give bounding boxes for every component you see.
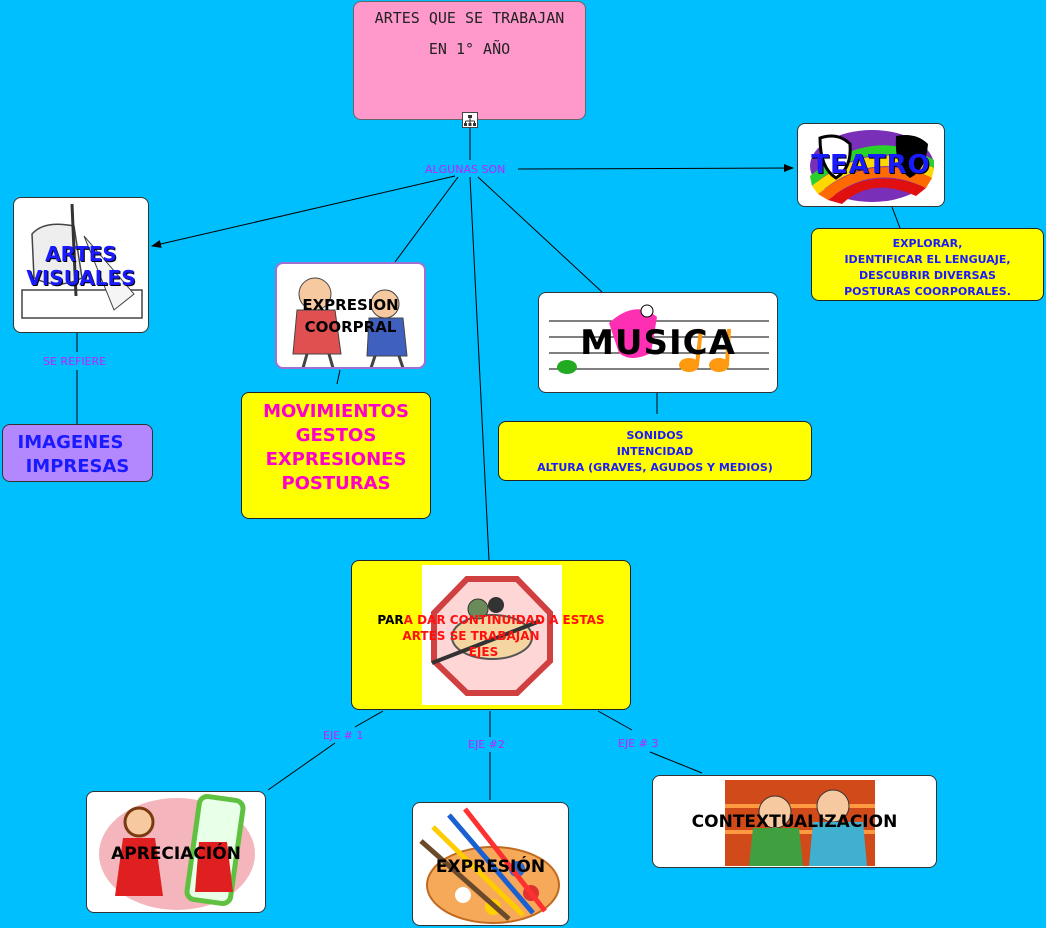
- expresion-corporal-node[interactable]: EXPRESION COORPRAL: [275, 262, 426, 369]
- painters-icon: [725, 780, 875, 866]
- ec-desc-line1: MOVIMIENTOS: [263, 401, 409, 422]
- line-teatro-desc: [891, 206, 901, 229]
- root-node[interactable]: ARTES QUE SE TRABAJAN EN 1° AÑO: [353, 1, 586, 120]
- artes-visuales-title-line1: ARTES: [45, 242, 117, 266]
- musica-node[interactable]: MUSICA: [538, 292, 778, 393]
- av-desc-line1: IMAGENES: [17, 432, 124, 453]
- root-title-line2: EN 1° AÑO: [428, 40, 511, 58]
- musica-desc-line1: SONIDOS: [626, 429, 684, 442]
- musica-desc-line2: INTENCIDAD: [616, 445, 694, 458]
- drawing-hand-icon: [21, 203, 143, 319]
- label-eje1: EJE # 1: [323, 729, 364, 742]
- music-notes-icon: [549, 304, 769, 374]
- line-to-musica: [477, 176, 603, 293]
- ec-desc-line2: GESTOS: [295, 425, 377, 446]
- line-eje1-a: [354, 710, 384, 728]
- label-eje2: EJE #2: [468, 738, 505, 751]
- line-eje3-a: [597, 710, 633, 731]
- paint-palette-image: [422, 565, 562, 705]
- apreciacion-title: APRECIACIÓN: [111, 844, 241, 864]
- expresion-node[interactable]: EXPRESIÓN: [412, 802, 569, 926]
- dancing-figures-icon: [292, 277, 408, 367]
- teatro-description: EXPLORAR, IDENTIFICAR EL LENGUAJE, DESCU…: [811, 228, 1044, 301]
- root-title-line1: ARTES QUE SE TRABAJAN: [374, 9, 565, 27]
- label-se-refiere: SE REFIERE: [43, 355, 107, 368]
- submap-icon[interactable]: [462, 112, 478, 128]
- line-eje3-b: [649, 751, 703, 774]
- artes-visuales-node[interactable]: ARTES VISUALES: [13, 197, 149, 333]
- line-eje1-b: [267, 742, 336, 791]
- teatro-desc-line4: POSTURAS COORPORALES.: [844, 285, 1011, 298]
- arrow-to-teatro: [517, 164, 794, 173]
- expresion-corporal-description: MOVIMIENTOS GESTOS EXPRESIONES POSTURAS: [241, 392, 431, 519]
- contextualizacion-node[interactable]: CONTEXTUALIZACION: [652, 775, 937, 868]
- center-text-line3: EJES: [468, 645, 499, 659]
- teatro-node[interactable]: TEATRO: [797, 123, 945, 207]
- ec-desc-line3: EXPRESIONES: [265, 449, 407, 470]
- artes-visuales-title-line2: VISUALES: [26, 266, 136, 290]
- teatro-title: TEATRO: [811, 150, 931, 180]
- contextualizacion-title: CONTEXTUALIZACION: [691, 812, 898, 832]
- arrow-to-artes-visuales: [151, 175, 456, 248]
- center-text-line1: PARA DAR CONTINUIDAD A ESTAS: [352, 613, 630, 627]
- girl-mirror-icon: [99, 793, 255, 910]
- palette-brushes-icon: [419, 807, 560, 924]
- theater-masks-icon: [810, 130, 934, 204]
- teatro-desc-line3: DESCUBRIR DIVERSAS: [859, 269, 996, 282]
- line-to-center: [469, 176, 490, 561]
- line-ec-desc: [336, 369, 341, 385]
- musica-desc-line3: ALTURA (GRAVES, AGUDOS Y MEDIOS): [537, 461, 773, 474]
- center-text-line2: ARTES SE TRABAJAN: [402, 629, 540, 643]
- artes-visuales-description: IMAGENES IMPRESAS: [2, 424, 153, 482]
- apreciacion-node[interactable]: APRECIACIÓN: [86, 791, 266, 913]
- teatro-desc-line2: IDENTIFICAR EL LENGUAJE,: [844, 253, 1011, 266]
- label-eje3: EJE # 3: [618, 737, 659, 750]
- ec-desc-line4: POSTURAS: [281, 473, 391, 494]
- teatro-desc-line1: EXPLORAR,: [892, 237, 963, 250]
- line-to-expresion: [394, 176, 459, 263]
- av-desc-line2: IMPRESAS: [25, 456, 130, 477]
- label-algunas-son: ALGUNAS SON: [425, 163, 506, 176]
- center-text-rest: A DAR CONTINUIDAD A ESTAS: [403, 613, 605, 627]
- expresion-title: EXPRESIÓN: [435, 857, 546, 877]
- ejes-center-node[interactable]: PARA DAR CONTINUIDAD A ESTAS ARTES SE TR…: [351, 560, 631, 710]
- musica-description: SONIDOS INTENCIDAD ALTURA (GRAVES, AGUDO…: [498, 421, 812, 481]
- expresion-corporal-title-line2: COORPRAL: [304, 318, 397, 336]
- musica-title: MUSICA: [580, 323, 736, 363]
- center-text-prefix: PAR: [377, 613, 404, 627]
- expresion-corporal-title-line1: EXPRESION: [302, 296, 399, 314]
